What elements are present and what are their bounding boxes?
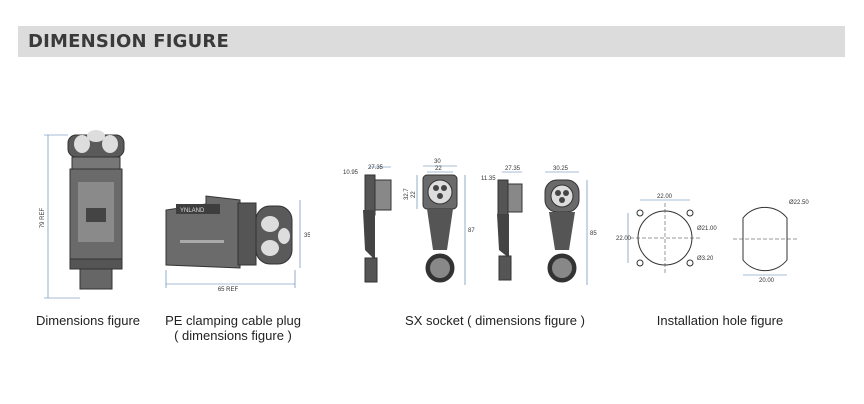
dim-hole-flat: 20.00: [759, 278, 775, 284]
caption-dimensions-figure: Dimensions figure: [35, 313, 141, 328]
sx-socket-side-view-1: [363, 174, 392, 283]
dim-hole-height: 22.00: [616, 236, 632, 242]
caption-install-hole: Installation hole figure: [656, 313, 784, 328]
dim-hole-diameter: Ø22.50: [789, 200, 809, 206]
dim-sx1-g: 87: [468, 228, 475, 234]
dim-pe-height: 35: [304, 233, 310, 239]
caption-pe-plug-line1: PE clamping cable plug: [165, 313, 301, 328]
dim-height-label: 79 REF: [40, 207, 46, 228]
section-title: DIMENSION FIGURE: [28, 31, 229, 52]
section-banner: DIMENSION FIGURE: [18, 26, 845, 57]
caption-sx-socket: SX socket ( dimensions figure ): [405, 313, 585, 328]
dim-hole-center: Ø21.00: [697, 226, 717, 232]
install-hole-drawing: 22.00 22.00 Ø21.00 Ø3.20 Ø22.50 20.00: [616, 194, 809, 284]
dim-sx1-f: 22: [411, 191, 417, 198]
brand-label: YNLAND: [180, 208, 205, 214]
pe-plug-body: YNLAND: [165, 195, 293, 269]
dim-sx1-a: 10.95: [343, 170, 359, 176]
plug-vertical-drawing: 79 REF: [40, 130, 125, 299]
dim-sx1-b: 27.35: [368, 165, 384, 171]
install-hole-d-cut: [733, 206, 797, 272]
sx-socket-front-view-1: [422, 174, 458, 283]
dim-sx2-d: 85: [590, 231, 597, 237]
dim-sx1-d: 22: [435, 166, 442, 172]
pe-plug-drawing: YNLAND 35 65 REF: [165, 195, 310, 293]
sx-socket-drawing: 10.95 27.35 30 22 32.7 22 87 11.35 27.35: [343, 159, 597, 285]
install-hole-square-pattern: [630, 203, 700, 273]
dim-sx1-e: 32.7: [404, 188, 410, 200]
sx-socket-front-view-2: [544, 179, 580, 283]
dim-sx2-b: 27.35: [505, 166, 521, 172]
dim-sx2-c: 30.25: [553, 166, 569, 172]
caption-pe-plug: PE clamping cable plug ( dimensions figu…: [158, 313, 308, 343]
plug-body: [67, 130, 125, 290]
caption-pe-plug-line2: ( dimensions figure ): [174, 328, 292, 343]
dim-sx2-a: 11.35: [481, 176, 496, 182]
sx-socket-side-view-2: [497, 179, 523, 281]
dim-sx1-c: 30: [434, 159, 441, 165]
dim-pe-length: 65 REF: [218, 287, 239, 293]
dim-hole-screw: Ø3.20: [697, 256, 714, 262]
dim-hole-width: 22.00: [657, 194, 673, 200]
